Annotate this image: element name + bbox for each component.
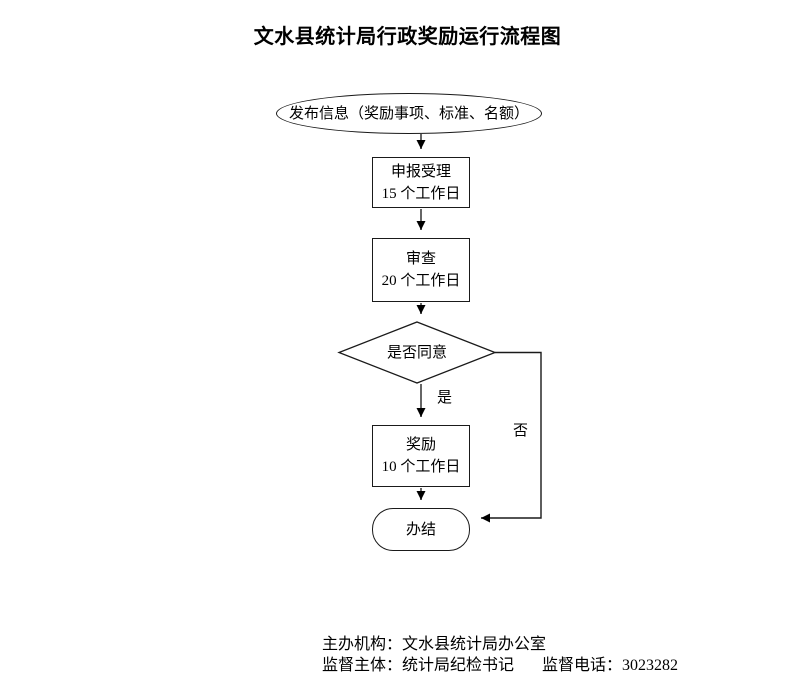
- page-title: 文水县统计局行政奖励运行流程图: [0, 20, 793, 49]
- edge-label-yes: 是: [437, 390, 453, 406]
- node-finish: 办结: [372, 508, 470, 551]
- node-reward-duration: 10 个工作日: [381, 459, 461, 475]
- node-apply-acceptance-label: 申报受理: [390, 163, 451, 180]
- node-apply-acceptance: 申报受理 15 个工作日: [372, 157, 470, 208]
- node-review-duration: 20 个工作日: [381, 273, 461, 289]
- node-review-label: 审查: [405, 251, 436, 267]
- footer-supervision-line: 监督主体：统计局纪检书记 监督电话：3023282: [322, 655, 678, 676]
- node-review: 审查 20 个工作日: [372, 238, 470, 302]
- footer: 主办机构：文水县统计局办公室 监督主体：统计局纪检书记 监督电话：3023282: [322, 634, 678, 676]
- edge-label-no: 否: [513, 423, 529, 439]
- footer-organizer: 主办机构：文水县统计局办公室: [322, 636, 547, 653]
- decision-diamond-shape: [337, 321, 497, 384]
- node-apply-acceptance-duration: 15 个工作日: [381, 185, 461, 202]
- node-publish-info: 发布信息（奖励事项、标准、名额）: [276, 93, 542, 134]
- footer-supervisor: 监督主体：统计局纪检书记: [322, 657, 515, 674]
- arrow-decision-no-to-finish: [481, 351, 542, 523]
- node-publish-info-label: 发布信息（奖励事项、标准、名额）: [288, 105, 529, 122]
- node-reward: 奖励 10 个工作日: [372, 425, 470, 487]
- page-title-text: 文水县统计局行政奖励运行流程图: [253, 26, 562, 48]
- node-finish-label: 办结: [405, 521, 436, 538]
- footer-phone: 监督电话：3023282: [542, 657, 679, 674]
- node-decision-label: 是否同意: [386, 345, 447, 361]
- node-reward-label: 奖励: [405, 437, 436, 453]
